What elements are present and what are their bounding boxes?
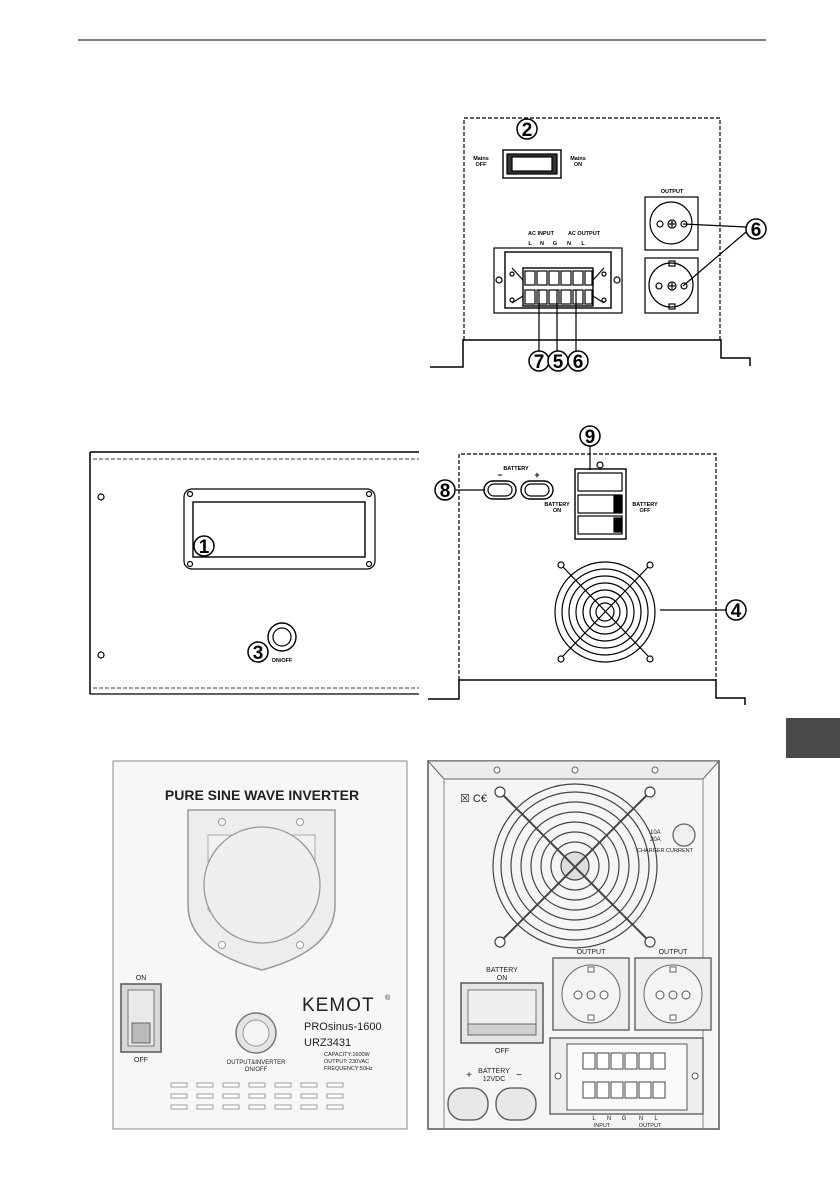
callout-7: 7 (528, 350, 550, 373)
rear-plus-sign: + (466, 1070, 472, 1081)
svg-text:2: 2 (522, 120, 533, 141)
minus-sign: − (497, 470, 502, 480)
rear-minus-sign: − (516, 1070, 522, 1081)
callout-6-terminal: 6 (567, 350, 589, 373)
ac-input-label: AC INPUT (528, 231, 555, 237)
rear-output-right-label: OUTPUT (659, 949, 689, 956)
rear-terminal-label: L (654, 1116, 658, 1122)
top-panel-labels: Mains OFF Mains ON OUTPUT AC INPUT AC OU… (473, 156, 684, 247)
battery-on-label-2: ON (553, 508, 561, 514)
rear-battery-on-label-1: BATTERY (486, 967, 518, 974)
top-panel (430, 117, 751, 368)
ac-output-label: AC OUTPUT (568, 231, 601, 237)
rear-battery-plus-terminal (447, 1087, 489, 1121)
battery-breaker[interactable] (574, 468, 627, 540)
mains-off-label-2: OFF (476, 162, 488, 168)
battery-label: BATTERY (503, 466, 529, 472)
terminal-label: N (540, 241, 544, 247)
on-off-label: ON/OFF (272, 658, 293, 664)
callout-5: 5 (547, 350, 569, 373)
battery-12v-label-2: 12VDC (483, 1076, 506, 1083)
button-label-1: OUTPUT&INVERTER (227, 1060, 287, 1066)
photo-front-labels: PURE SINE WAVE INVERTER ON OFF OUTPUT&IN… (134, 787, 391, 1073)
mains-switch[interactable] (502, 149, 562, 179)
rear-battery-minus-terminal (495, 1087, 537, 1121)
button-label-2: ON/OFF (245, 1067, 268, 1073)
terminal-label: L (581, 241, 585, 247)
registered-mark: ® (385, 994, 391, 1002)
battery-off-label-1: BATTERY (632, 502, 658, 508)
svg-text:6: 6 (573, 352, 584, 373)
charger-20a-label: 20A (650, 837, 661, 843)
callout-9: 9 (579, 425, 601, 448)
side-panel (428, 445, 746, 705)
charger-current-label: CHARGER CURRENT (637, 848, 694, 854)
top-output-label: OUTPUT (661, 189, 684, 195)
rear-terminal-label: N (607, 1116, 611, 1122)
model-code: URZ3431 (304, 1037, 351, 1049)
rear-input-label: INPUT (594, 1123, 611, 1129)
switch-on-label: ON (136, 975, 147, 982)
svg-text:4: 4 (731, 601, 742, 622)
lcd-display (183, 488, 376, 570)
rear-output-label: OUTPUT (639, 1123, 662, 1129)
svg-text:8: 8 (440, 481, 451, 502)
callout-8: 8 (434, 479, 456, 502)
side-panel-labels: BATTERY − + BATTERY ON BATTERY OFF (497, 466, 658, 514)
callout-2: 2 (516, 118, 538, 141)
photo-rear-labels: ☒ C€ 10A 20A CHARGER CURRENT OUTPUT OUTP… (460, 793, 694, 1129)
svg-text:3: 3 (253, 643, 264, 664)
product-title: PURE SINE WAVE INVERTER (165, 787, 359, 803)
svg-text:5: 5 (553, 352, 564, 373)
callout-6-socket: 6 (745, 218, 767, 241)
photo-rear (426, 760, 721, 1130)
callout-1: 1 (193, 535, 215, 558)
battery-on-label-1: BATTERY (544, 502, 570, 508)
rear-output-left-label: OUTPUT (577, 949, 607, 956)
chapter-tab (786, 718, 840, 758)
terminal-label: N (567, 241, 571, 247)
battery-off-label-2: OFF (640, 508, 652, 514)
svg-text:9: 9 (585, 427, 596, 448)
charger-10a-label: 10A (650, 830, 661, 836)
plus-sign: + (534, 470, 539, 480)
cert-marks: ☒ C€ (460, 793, 487, 805)
spec-capacity: CAPACITY:1600W (324, 1052, 371, 1058)
rear-battery-off-label: OFF (495, 1048, 509, 1055)
terminal-label: L (528, 241, 532, 247)
switch-off-label: OFF (134, 1057, 148, 1064)
front-panel (89, 451, 419, 695)
mains-off-label-1: Mains (473, 156, 489, 162)
top-output-socket-upper (644, 196, 699, 251)
spec-frequency: FREQUENCY:50Hz (324, 1066, 373, 1072)
model-name: PROsinus-1600 (304, 1021, 382, 1033)
svg-text:1: 1 (199, 537, 210, 558)
rear-terminal-label: L (592, 1116, 596, 1122)
mains-on-label-1: Mains (570, 156, 586, 162)
rear-terminal-label: G (622, 1116, 627, 1122)
svg-text:7: 7 (534, 352, 545, 373)
battery-12v-label-1: BATTERY (478, 1068, 510, 1075)
photo-front (112, 760, 408, 1130)
callout-4: 4 (725, 599, 747, 622)
cooling-fan (554, 561, 656, 663)
spec-output: OUTPUT: 230VAC (324, 1059, 369, 1065)
rear-battery-on-label-2: ON (497, 975, 508, 982)
mains-on-label-2: ON (574, 162, 582, 168)
top-output-socket-lower (644, 257, 699, 314)
callout-3: 3 (247, 641, 269, 664)
svg-text:6: 6 (751, 220, 762, 241)
rear-terminal-label: N (639, 1116, 643, 1122)
power-button[interactable] (267, 622, 297, 652)
terminal-label: G (553, 241, 557, 247)
top-terminal-block (493, 247, 623, 314)
charger-current-switch[interactable] (672, 823, 696, 847)
brand-logo: KEMOT (302, 995, 375, 1016)
battery-plus-terminal (520, 480, 554, 500)
